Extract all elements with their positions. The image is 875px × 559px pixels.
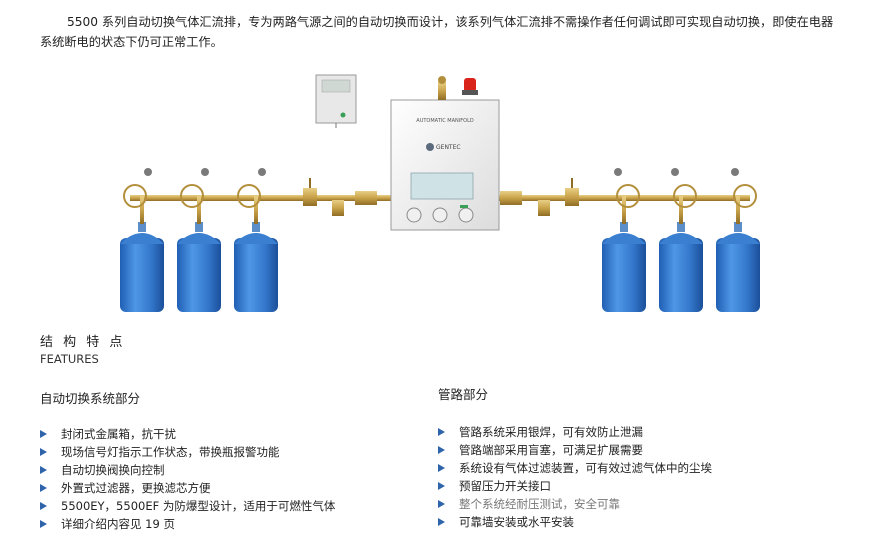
list-item: 可靠墙安装或水平安装 xyxy=(438,513,712,531)
bullet-arrow-icon xyxy=(438,428,445,436)
bullet-arrow-icon xyxy=(40,502,47,510)
line-valve xyxy=(303,178,377,216)
bullet-arrow-icon xyxy=(40,448,47,456)
bullet-arrow-icon xyxy=(40,430,47,438)
bullet-arrow-icon xyxy=(40,520,47,528)
left-cylinder-bank xyxy=(120,168,377,312)
panel-brand: GENTEC xyxy=(436,144,461,151)
list-item: 自动切换阀换向控制 xyxy=(40,461,335,479)
left-feature-list: 封闭式金属箱，抗干扰 现场信号灯指示工作状态，带换瓶报警功能 自动切换阀换向控制… xyxy=(40,425,335,533)
gas-cylinder xyxy=(659,168,703,312)
control-box xyxy=(315,74,357,128)
list-item: 现场信号灯指示工作状态，带换瓶报警功能 xyxy=(40,443,335,461)
section-title: 结 构 特 点 xyxy=(40,335,126,350)
list-item: 管路系统采用银焊，可有效防止泄漏 xyxy=(438,423,712,441)
gas-cylinder xyxy=(716,168,760,312)
alarm-light xyxy=(462,78,478,95)
bullet-arrow-icon xyxy=(40,466,47,474)
right-column-heading: 管路部分 xyxy=(438,387,489,402)
line-valve xyxy=(500,178,579,216)
right-cylinder-bank xyxy=(500,168,760,312)
list-item: 详细介绍内容见 19 页 xyxy=(40,515,335,533)
list-item: 整个系统经耐压测试，安全可靠 xyxy=(438,495,712,513)
gas-cylinder xyxy=(602,168,646,312)
list-item: 外置式过滤器，更换滤芯方便 xyxy=(40,479,335,497)
panel-label: AUTOMATIC MANIFOLD xyxy=(416,118,474,124)
right-feature-list: 管路系统采用银焊，可有效防止泄漏 管路端部采用盲塞，可满足扩展需要 系统设有气体… xyxy=(438,423,712,531)
intro-paragraph: 5500 系列自动切换气体汇流排，专为两路气源之间的自动切换而设计，该系列气体汇… xyxy=(40,15,834,49)
manifold-illustration: AUTOMATIC MANIFOLD GENTEC xyxy=(120,74,760,312)
list-item: 5500EY，5500EF 为防爆型设计，适用于可燃性气体 xyxy=(40,497,335,515)
bullet-arrow-icon xyxy=(438,500,445,508)
automatic-manifold-panel: AUTOMATIC MANIFOLD GENTEC xyxy=(390,99,500,231)
bullet-arrow-icon xyxy=(40,484,47,492)
gas-cylinder xyxy=(234,168,278,312)
gas-cylinder xyxy=(120,168,164,312)
list-item: 管路端部采用盲塞，可满足扩展需要 xyxy=(438,441,712,459)
bullet-arrow-icon xyxy=(438,518,445,526)
gas-cylinder xyxy=(177,168,221,312)
list-item: 系统设有气体过滤装置，可有效过滤气体中的尘埃 xyxy=(438,459,712,477)
list-item: 预留压力开关接口 xyxy=(438,477,712,495)
list-item: 封闭式金属箱，抗干扰 xyxy=(40,425,335,443)
left-column-heading: 自动切换系统部分 xyxy=(40,391,141,406)
pressure-gauge-top xyxy=(438,76,446,100)
bullet-arrow-icon xyxy=(438,446,445,454)
bullet-arrow-icon xyxy=(438,482,445,490)
section-subtitle: FEATURES xyxy=(40,352,99,366)
bullet-arrow-icon xyxy=(438,464,445,472)
